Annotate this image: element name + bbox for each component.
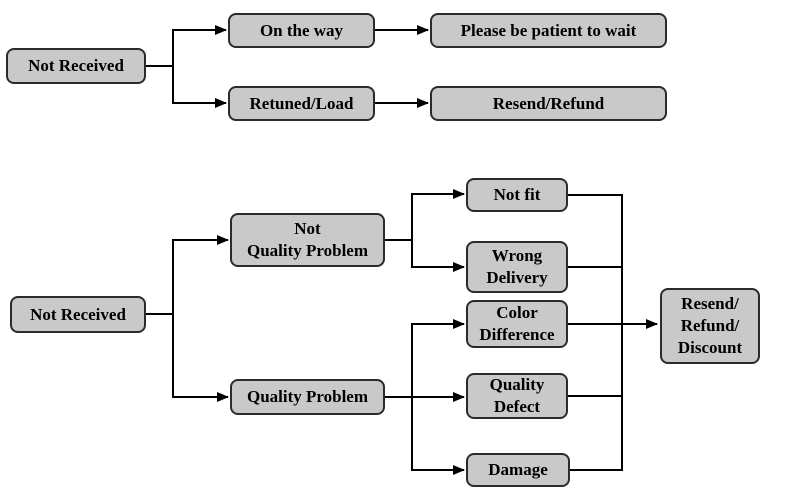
node-be-patient: Please be patient to wait [430,13,667,48]
node-not-received-top: Not Received [6,48,146,84]
node-not-quality-problem: Not Quality Problem [230,213,385,267]
node-damage: Damage [466,453,570,487]
node-retuned-load: Retuned/Load [228,86,375,121]
node-quality-problem: Quality Problem [230,379,385,415]
node-color-difference: Color Difference [466,300,568,348]
node-quality-defect: Quality Defect [466,373,568,419]
node-wrong-delivery: Wrong Delivery [466,241,568,293]
node-not-received-bottom: Not Received [10,296,146,333]
node-not-fit: Not fit [466,178,568,212]
node-resend-refund: Resend/Refund [430,86,667,121]
node-resend-refund-discount: Resend/ Refund/ Discount [660,288,760,364]
node-on-the-way: On the way [228,13,375,48]
